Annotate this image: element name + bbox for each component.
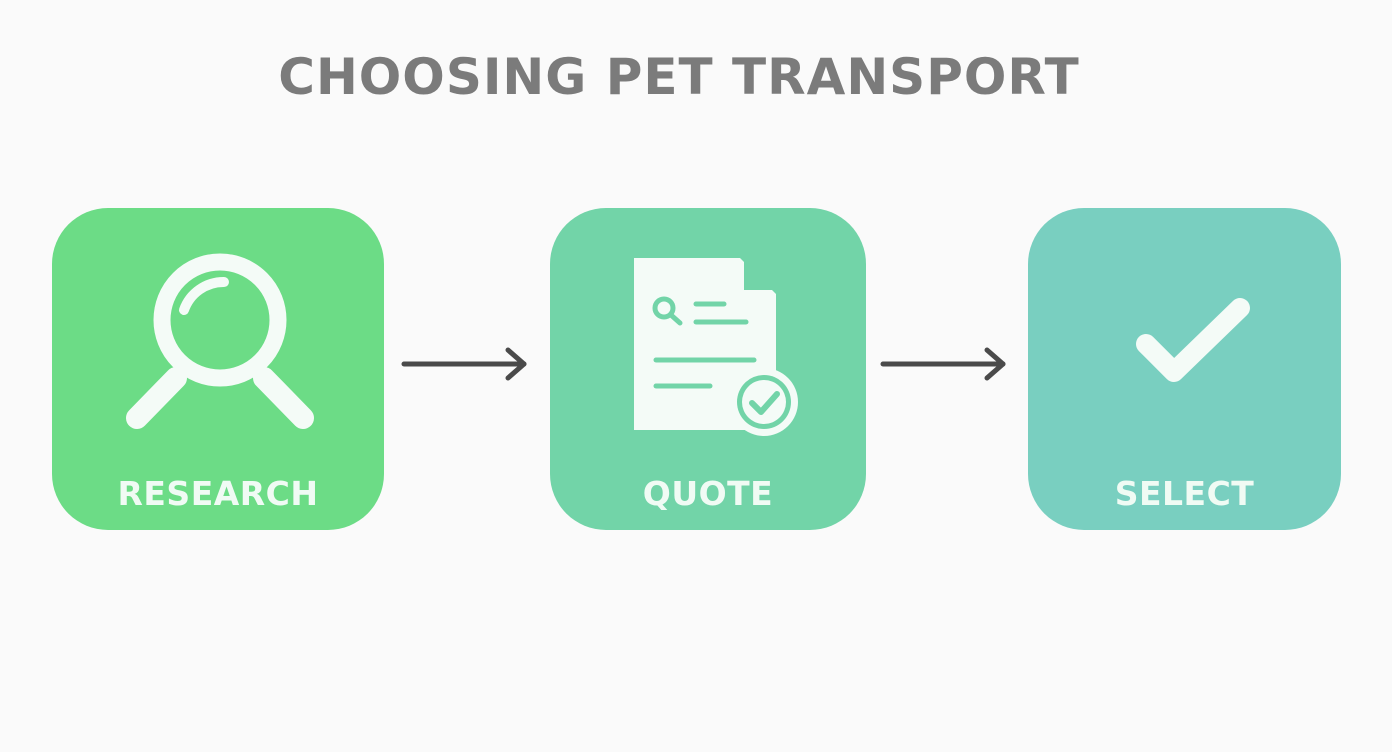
arrow-right-icon xyxy=(880,347,1006,381)
diagram-title: CHOOSING PET TRANSPORT xyxy=(278,48,1080,106)
step-quote: QUOTE xyxy=(550,208,866,530)
document-check-icon xyxy=(634,258,798,436)
step-label-select: SELECT xyxy=(1114,474,1255,513)
magnifying-glass-icon xyxy=(126,253,314,429)
step-research: RESEARCH xyxy=(52,208,384,530)
step-label-quote: QUOTE xyxy=(642,474,774,513)
step-select: SELECT xyxy=(1028,208,1341,530)
arrow-right-icon xyxy=(401,347,527,381)
checkmark-icon xyxy=(1136,298,1250,382)
step-label-research: RESEARCH xyxy=(117,474,319,513)
